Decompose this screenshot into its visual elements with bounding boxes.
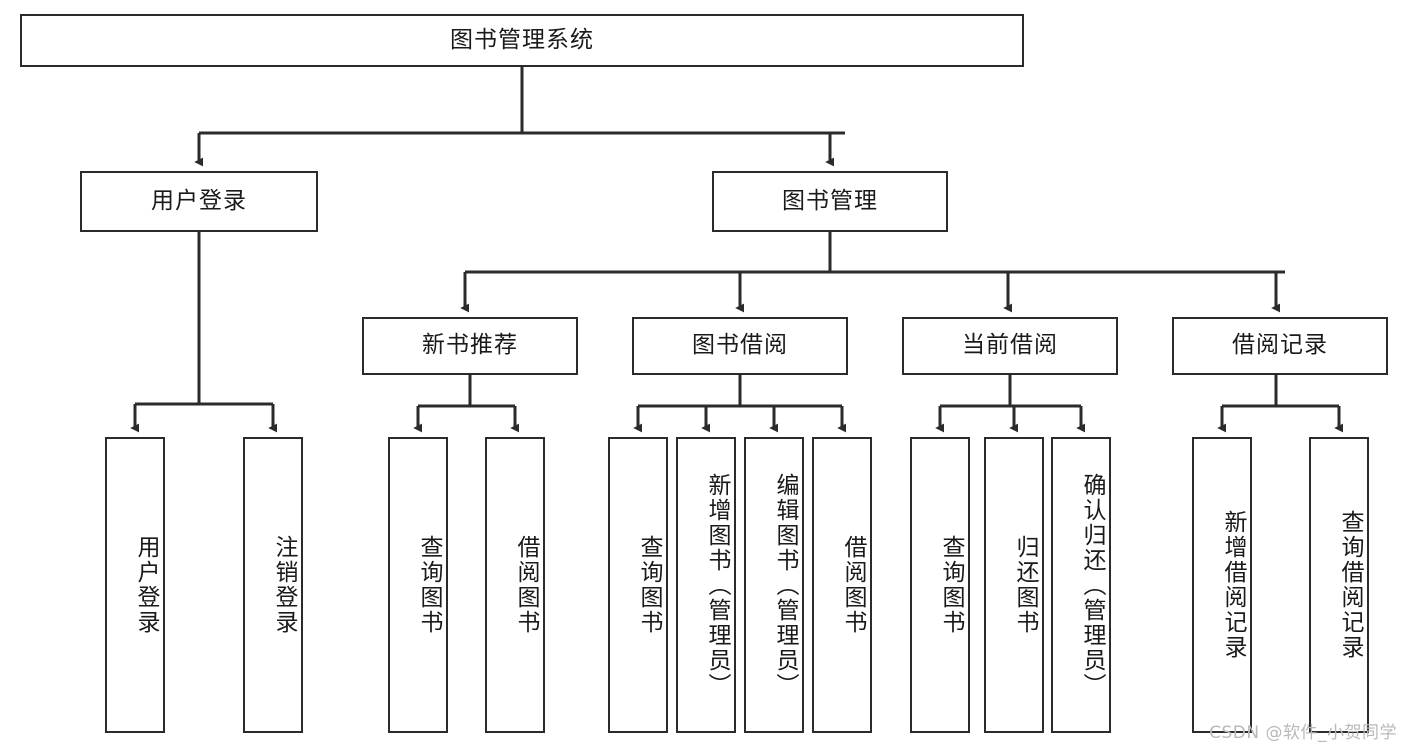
node-current-borrow[interactable]: 当前借阅 — [902, 317, 1118, 375]
node-leaf-user-login[interactable]: 用户登录 — [105, 437, 165, 733]
node-leaf-add-book[interactable]: 新增图书（管理员） — [676, 437, 736, 733]
node-borrow-records-label: 借阅记录 — [1232, 332, 1328, 359]
node-borrow-records[interactable]: 借阅记录 — [1172, 317, 1388, 375]
node-leaf-query-borrow-record-label: 查询借阅记录 — [1337, 510, 1363, 660]
node-leaf-return-book[interactable]: 归还图书 — [984, 437, 1044, 733]
node-leaf-add-book-label: 新增图书（管理员） — [704, 472, 730, 698]
node-leaf-return-book-label: 归还图书 — [1012, 535, 1038, 635]
node-leaf-query-book-current[interactable]: 查询图书 — [910, 437, 970, 733]
node-leaf-add-borrow-record[interactable]: 新增借阅记录 — [1192, 437, 1252, 733]
node-leaf-query-book-recommend-label: 查询图书 — [416, 535, 442, 635]
node-book-management[interactable]: 图书管理 — [712, 171, 948, 232]
node-leaf-query-borrow-record[interactable]: 查询借阅记录 — [1309, 437, 1369, 733]
node-book-borrow-label: 图书借阅 — [692, 332, 788, 359]
node-leaf-confirm-return[interactable]: 确认归还（管理员） — [1051, 437, 1111, 733]
node-leaf-query-book-borrow[interactable]: 查询图书 — [608, 437, 668, 733]
node-root-label: 图书管理系统 — [450, 26, 594, 53]
node-user-login-label: 用户登录 — [151, 187, 247, 214]
node-new-book-recommend-label: 新书推荐 — [422, 332, 518, 359]
node-leaf-query-book-borrow-label: 查询图书 — [636, 535, 662, 635]
node-book-borrow[interactable]: 图书借阅 — [632, 317, 848, 375]
watermark-text: CSDN @软件_小贺同学 — [1209, 723, 1397, 743]
node-leaf-confirm-return-label: 确认归还（管理员） — [1079, 472, 1105, 698]
node-current-borrow-label: 当前借阅 — [962, 332, 1058, 359]
node-leaf-add-borrow-record-label: 新增借阅记录 — [1220, 510, 1246, 660]
node-leaf-logout-label: 注销登录 — [271, 535, 297, 635]
node-leaf-logout[interactable]: 注销登录 — [243, 437, 303, 733]
node-leaf-borrow-book[interactable]: 借阅图书 — [812, 437, 872, 733]
node-leaf-user-login-label: 用户登录 — [133, 535, 159, 635]
node-leaf-borrow-book-recommend-label: 借阅图书 — [513, 535, 539, 635]
node-leaf-query-book-recommend[interactable]: 查询图书 — [388, 437, 448, 733]
node-book-management-label: 图书管理 — [782, 187, 878, 214]
node-leaf-borrow-book-recommend[interactable]: 借阅图书 — [485, 437, 545, 733]
node-leaf-borrow-book-label: 借阅图书 — [840, 535, 866, 635]
node-leaf-edit-book[interactable]: 编辑图书（管理员） — [744, 437, 804, 733]
node-user-login[interactable]: 用户登录 — [80, 171, 318, 232]
node-root[interactable]: 图书管理系统 — [20, 14, 1024, 67]
node-leaf-query-book-current-label: 查询图书 — [938, 535, 964, 635]
node-new-book-recommend[interactable]: 新书推荐 — [362, 317, 578, 375]
node-leaf-edit-book-label: 编辑图书（管理员） — [772, 472, 798, 698]
